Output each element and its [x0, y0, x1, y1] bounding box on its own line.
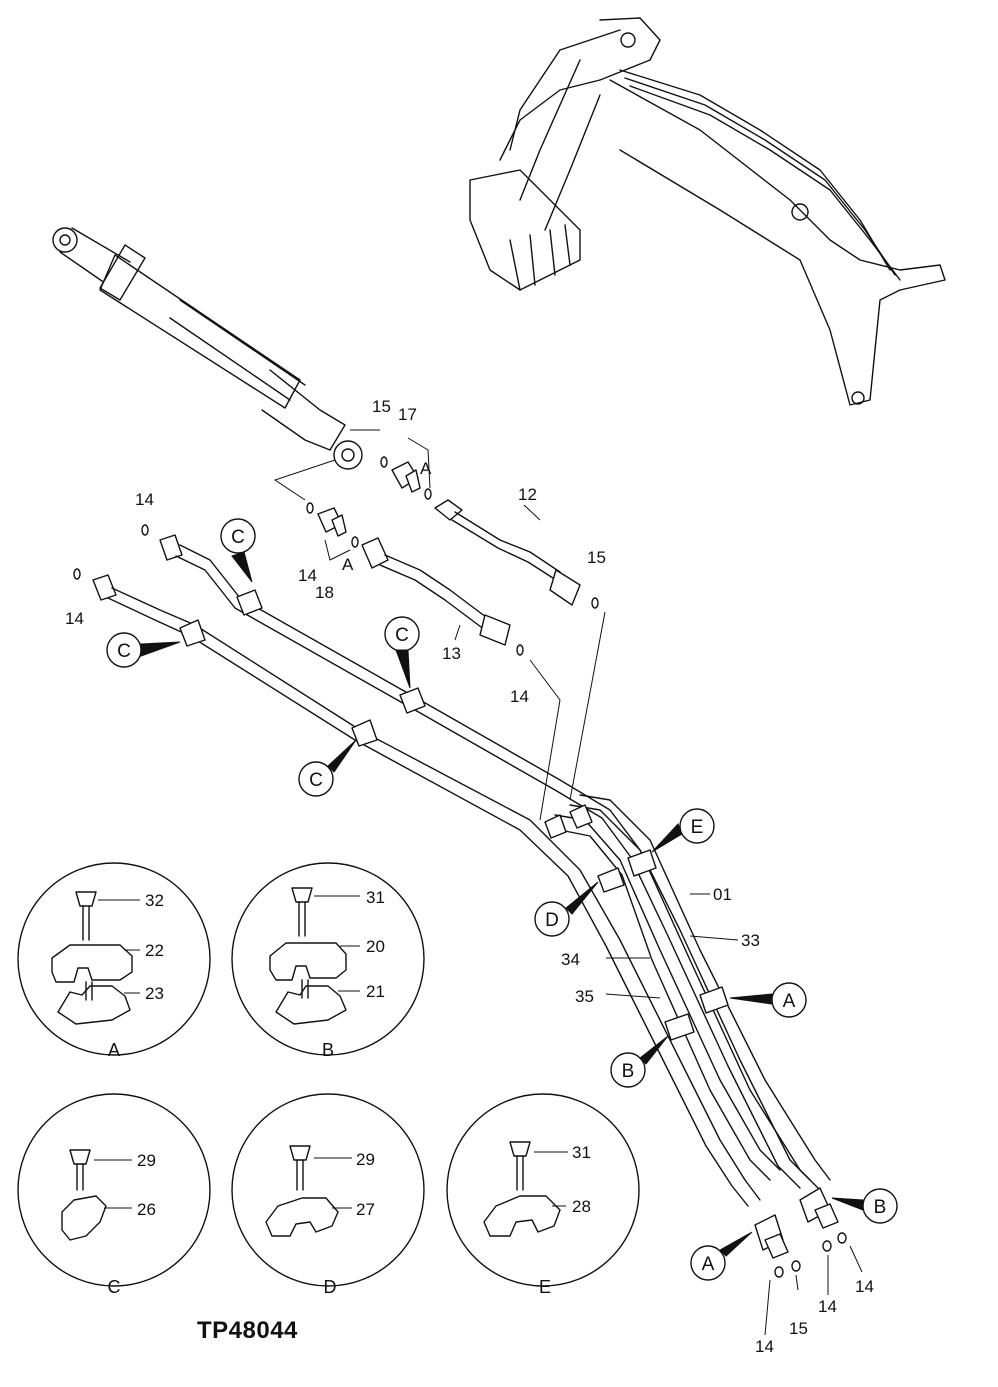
fitting-17 [391, 461, 421, 493]
hose-13 [361, 537, 511, 646]
hose-12 [434, 499, 581, 606]
pointer-label-e1: E [691, 817, 704, 838]
detail-c [17, 1093, 211, 1287]
fitting-18 [317, 507, 347, 537]
pointer-e-1 [651, 808, 715, 853]
pipe-bundle [554, 794, 831, 1191]
label-34: 34 [561, 950, 580, 969]
detail-d-caption: D [324, 1277, 337, 1297]
pointer-c-4 [298, 739, 357, 797]
figure-code: TP48044 [197, 1317, 298, 1344]
pointer-b-2 [831, 1188, 898, 1224]
o-rings [73, 456, 847, 1278]
arm-cylinder [52, 227, 363, 470]
label-14-f: 14 [818, 1297, 837, 1316]
label-18: 18 [315, 583, 334, 602]
pointer-label-b2: B [874, 1197, 887, 1218]
detail-a-label-32: 32 [145, 891, 164, 910]
label-15-mid: 15 [587, 548, 606, 567]
pipe-clamps [179, 589, 839, 1259]
label-14-e: 14 [755, 1337, 774, 1356]
detail-a-caption: A [108, 1040, 120, 1060]
label-35: 35 [575, 987, 594, 1006]
detail-c-caption: C [108, 1277, 121, 1297]
pointer-label-c4: C [309, 770, 323, 791]
label-a-17: A [420, 459, 432, 478]
detail-b-label-21: 21 [366, 982, 385, 1001]
pointer-a-1 [729, 982, 807, 1018]
detail-c-label-29: 29 [137, 1151, 156, 1170]
pointer-b-1 [610, 1035, 669, 1088]
detail-e-label-31: 31 [572, 1143, 591, 1162]
excavator-overview [469, 17, 946, 406]
leader-lines [454, 504, 863, 1336]
pointer-c-1 [220, 518, 256, 583]
pointer-label-b1: B [622, 1061, 635, 1082]
label-33: 33 [741, 931, 760, 950]
label-14-g: 14 [855, 1277, 874, 1296]
detail-a-label-23: 23 [145, 984, 164, 1003]
pipe-upper [159, 534, 811, 1189]
label-15-bottom: 15 [789, 1319, 808, 1338]
detail-b-caption: B [322, 1040, 334, 1060]
detail-d-label-27: 27 [356, 1200, 375, 1219]
pointer-c-3 [384, 616, 420, 689]
pointer-a-2 [690, 1231, 753, 1281]
pointer-label-a1: A [783, 991, 796, 1012]
label-15-top: 15 [372, 397, 391, 416]
label-01: 01 [713, 885, 732, 904]
pointer-label-d1: D [545, 910, 559, 931]
label-14-a: 14 [135, 490, 154, 509]
pointer-label-a2: A [702, 1254, 715, 1275]
detail-c-label-26: 26 [137, 1200, 156, 1219]
detail-b [231, 862, 425, 1056]
pointer-d-1 [534, 881, 599, 937]
pointer-c-2 [106, 632, 181, 668]
detail-b-label-20: 20 [366, 937, 385, 956]
pipe-lower [92, 574, 761, 1207]
detail-e-label-28: 28 [572, 1197, 591, 1216]
label-14-b: 14 [298, 566, 317, 585]
label-12: 12 [518, 485, 537, 504]
detail-d [231, 1093, 425, 1287]
detail-e-caption: E [539, 1277, 551, 1297]
label-a-18: A [342, 555, 354, 574]
label-17: 17 [398, 405, 417, 424]
detail-b-label-31: 31 [366, 888, 385, 907]
detail-d-label-29: 29 [356, 1150, 375, 1169]
pointer-label-c2: C [117, 641, 131, 662]
pointer-label-c1: C [231, 527, 245, 548]
label-14-c: 14 [65, 609, 84, 628]
detail-a [17, 862, 211, 1056]
detail-e [446, 1093, 640, 1287]
pointer-label-c3: C [395, 625, 409, 646]
label-13: 13 [442, 644, 461, 663]
label-14-d: 14 [510, 687, 529, 706]
detail-a-label-22: 22 [145, 941, 164, 960]
